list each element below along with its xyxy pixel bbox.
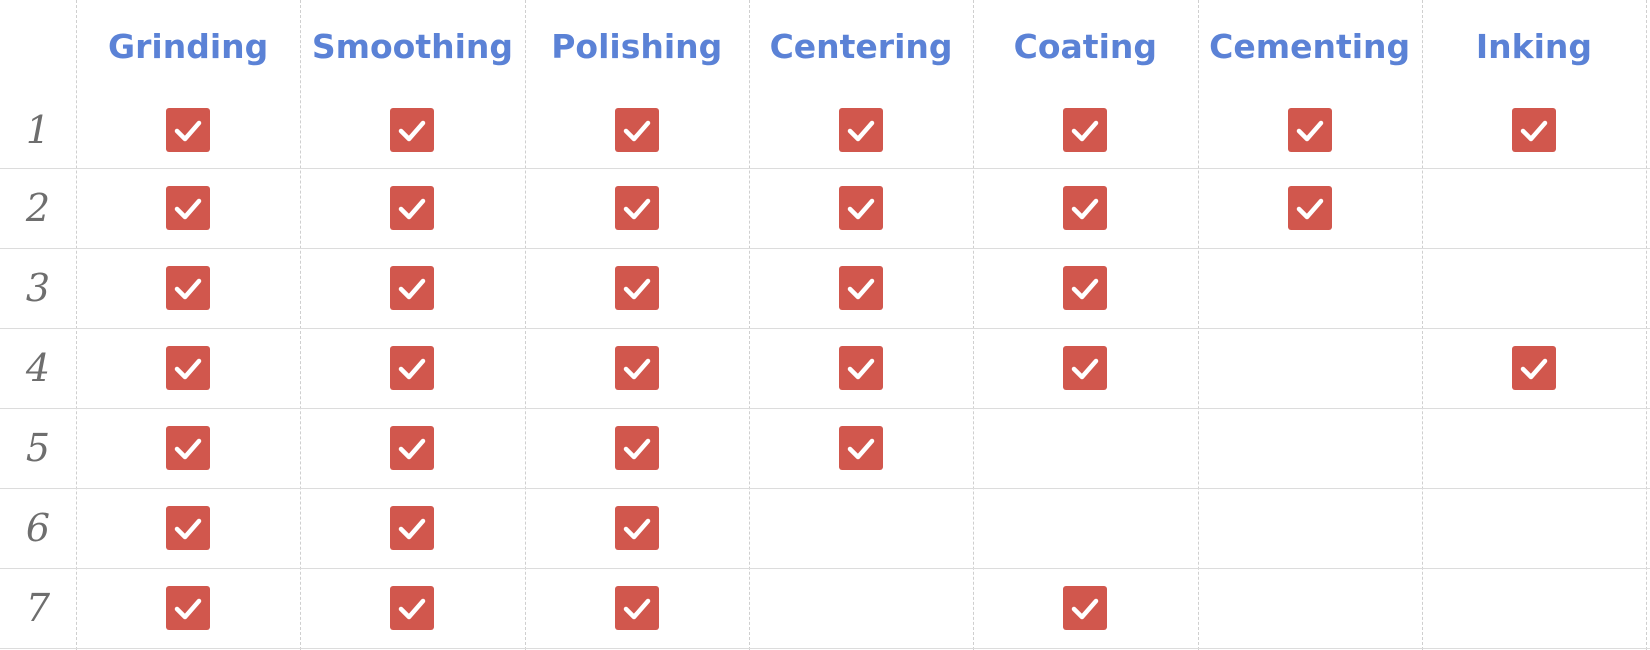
checked-checkbox-icon[interactable] bbox=[614, 586, 659, 630]
checked-checkbox-icon[interactable] bbox=[1063, 346, 1108, 390]
row-label: 4 bbox=[25, 346, 51, 390]
checked-checkbox-icon[interactable] bbox=[390, 186, 435, 230]
row-divider bbox=[0, 328, 1650, 329]
row-divider bbox=[0, 168, 1650, 169]
column-divider bbox=[76, 0, 77, 650]
row-divider bbox=[0, 488, 1650, 489]
checked-checkbox-icon[interactable] bbox=[166, 346, 211, 390]
checked-checkbox-icon[interactable] bbox=[1063, 186, 1108, 230]
row-label: 2 bbox=[25, 186, 51, 230]
column-header-centering: Centering bbox=[769, 27, 953, 66]
column-header-polishing: Polishing bbox=[551, 27, 723, 66]
column-divider bbox=[1421, 0, 1423, 650]
column-header-grinding: Grinding bbox=[108, 27, 269, 66]
checked-checkbox-icon[interactable] bbox=[390, 108, 435, 152]
row-label: 6 bbox=[25, 506, 51, 550]
checked-checkbox-icon[interactable] bbox=[614, 506, 659, 550]
checked-checkbox-icon[interactable] bbox=[166, 266, 211, 310]
column-header-smoothing: Smoothing bbox=[311, 27, 514, 66]
checked-checkbox-icon[interactable] bbox=[166, 186, 211, 230]
row-label: 1 bbox=[25, 108, 51, 152]
checked-checkbox-icon[interactable] bbox=[1287, 186, 1332, 230]
column-header-cementing: Cementing bbox=[1209, 27, 1411, 66]
row-label: 5 bbox=[25, 426, 51, 470]
checked-checkbox-icon[interactable] bbox=[614, 346, 659, 390]
checked-checkbox-icon[interactable] bbox=[166, 506, 211, 550]
column-header-coating: Coating bbox=[1013, 27, 1158, 66]
column-divider bbox=[1197, 0, 1199, 650]
row-label: 7 bbox=[25, 586, 51, 630]
checked-checkbox-icon[interactable] bbox=[1287, 108, 1332, 152]
checked-checkbox-icon[interactable] bbox=[614, 186, 659, 230]
column-divider bbox=[300, 0, 302, 650]
checked-checkbox-icon[interactable] bbox=[1063, 108, 1108, 152]
row-divider bbox=[0, 648, 1650, 649]
checked-checkbox-icon[interactable] bbox=[390, 346, 435, 390]
row-divider bbox=[0, 408, 1650, 409]
checked-checkbox-icon[interactable] bbox=[839, 108, 884, 152]
column-divider bbox=[524, 0, 526, 650]
checked-checkbox-icon[interactable] bbox=[390, 426, 435, 470]
checked-checkbox-icon[interactable] bbox=[166, 426, 211, 470]
checked-checkbox-icon[interactable] bbox=[390, 586, 435, 630]
checked-checkbox-icon[interactable] bbox=[1511, 108, 1556, 152]
checked-checkbox-icon[interactable] bbox=[839, 346, 884, 390]
column-header-inking: Inking bbox=[1475, 27, 1593, 66]
checked-checkbox-icon[interactable] bbox=[614, 266, 659, 310]
checked-checkbox-icon[interactable] bbox=[614, 426, 659, 470]
row-label: 3 bbox=[25, 266, 51, 310]
checked-checkbox-icon[interactable] bbox=[166, 586, 211, 630]
checked-checkbox-icon[interactable] bbox=[839, 266, 884, 310]
checked-checkbox-icon[interactable] bbox=[839, 426, 884, 470]
checked-checkbox-icon[interactable] bbox=[614, 108, 659, 152]
column-divider bbox=[973, 0, 975, 650]
checked-checkbox-icon[interactable] bbox=[1063, 586, 1108, 630]
column-divider bbox=[1646, 0, 1648, 650]
checked-checkbox-icon[interactable] bbox=[1063, 266, 1108, 310]
checked-checkbox-icon[interactable] bbox=[166, 108, 211, 152]
row-divider bbox=[0, 248, 1650, 249]
checked-checkbox-icon[interactable] bbox=[1511, 346, 1556, 390]
column-divider bbox=[748, 0, 750, 650]
checked-checkbox-icon[interactable] bbox=[390, 506, 435, 550]
checked-checkbox-icon[interactable] bbox=[839, 186, 884, 230]
row-divider bbox=[0, 568, 1650, 569]
checked-checkbox-icon[interactable] bbox=[390, 266, 435, 310]
